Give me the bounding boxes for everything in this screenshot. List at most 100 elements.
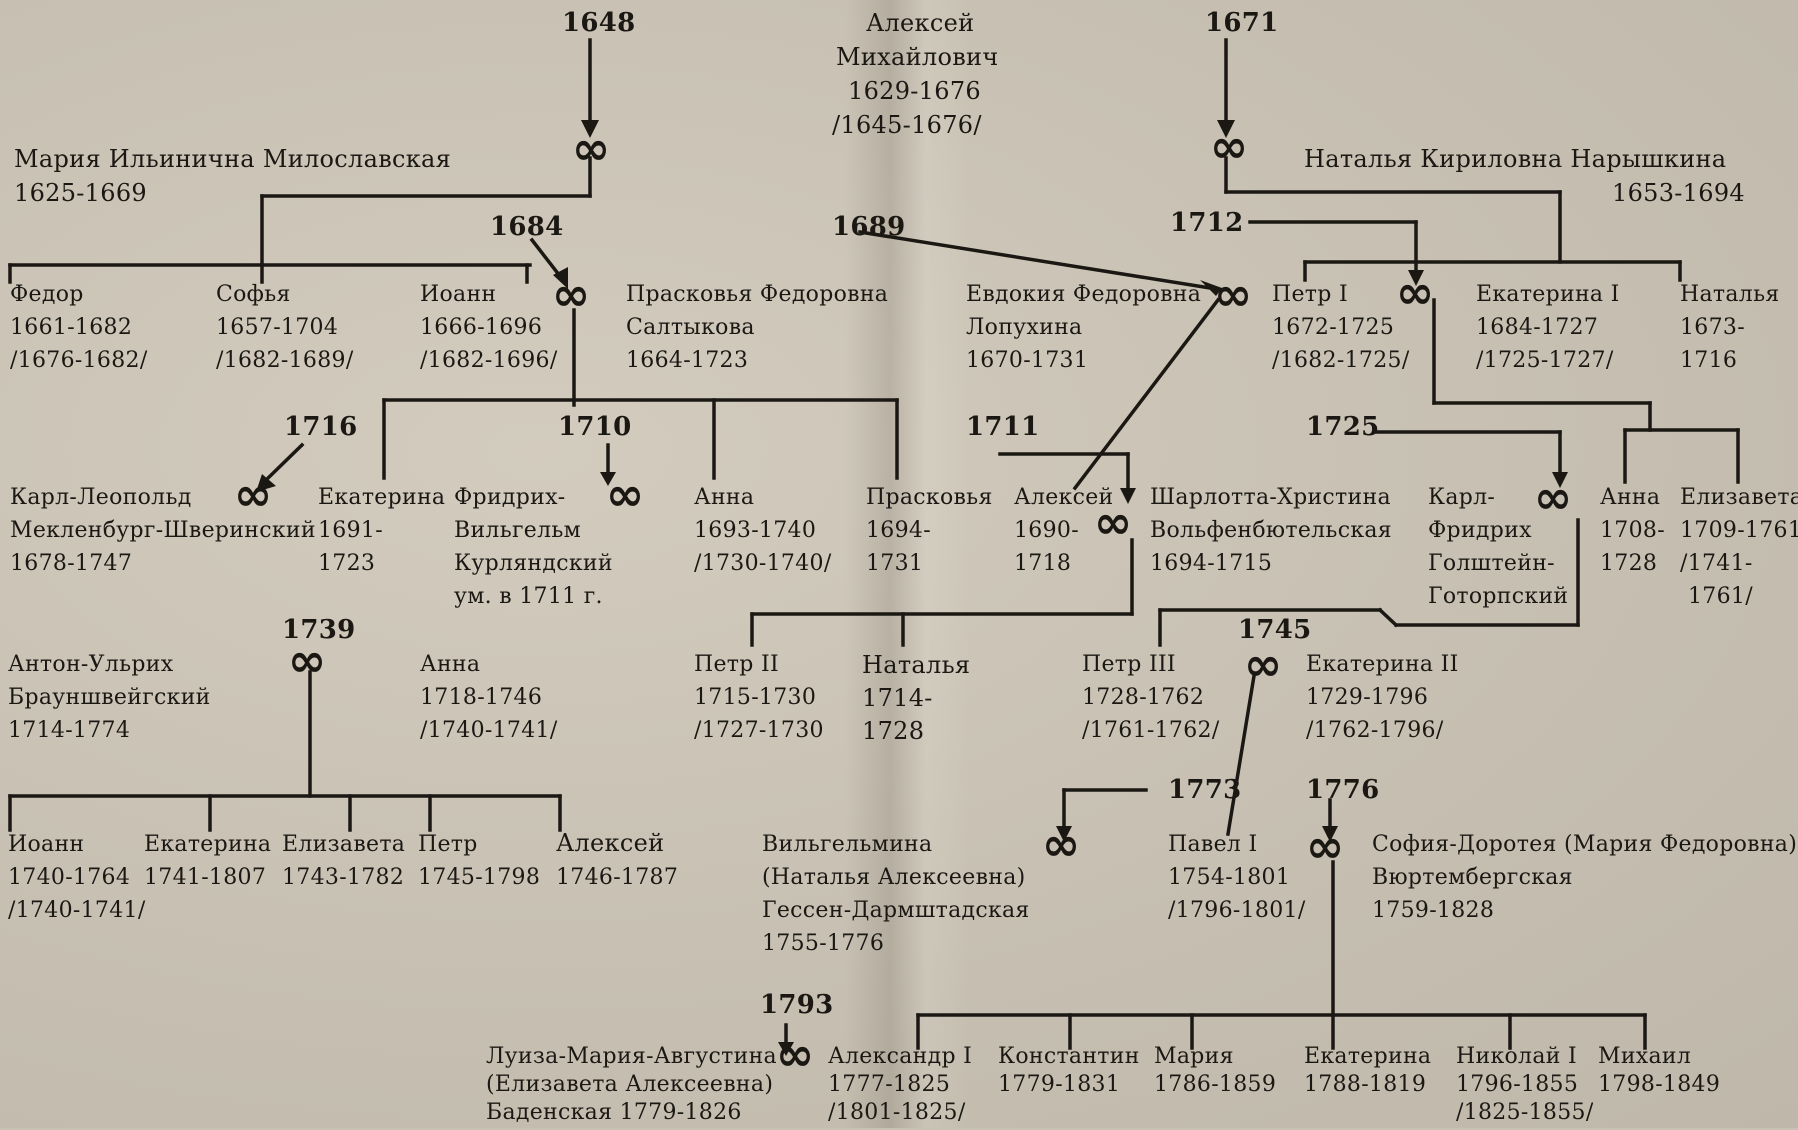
marriage-symbol-1745: ∞ [1243,637,1282,691]
founder-name-2: Михайлович [836,43,999,71]
anna-ivanovna-years: 1693-1740 [694,518,817,543]
praskovya-saltykova-name-1: Прасковья Федоровна [626,282,889,307]
karl-leopold-years: 1678-1747 [10,551,133,576]
karl-fridrikh-name-3: Голштейн- [1428,551,1555,576]
anton-ulrikh-name-1: Антон-Ульрих [8,652,174,677]
marriage-symbol-1684: ∞ [551,267,590,321]
ekaterina1-name: Екатерина I [1476,282,1620,307]
anton-ulrikh-name-2: Брауншвейгский [8,685,211,710]
year-1711: 1711 [966,412,1040,442]
founder-name-1: Алексей [866,9,975,37]
luiza-name-1: Луиза-Мария-Августина [486,1044,777,1069]
natalya-alekseevna-years-1: 1714- [862,684,933,712]
petr3-name: Петр III [1082,652,1176,677]
arrow-1716 [263,442,305,483]
natalya-sister-years-1: 1673- [1680,315,1745,340]
aleksey-a-name: Алексей [556,829,665,857]
arrowhead-1648 [581,120,599,138]
aleksey-a-years: 1746-1787 [556,865,679,890]
marriage-symbol-1716: ∞ [233,467,272,521]
ioann6-reign: /1740-1741/ [8,898,146,923]
petr1-name: Петр I [1272,282,1348,307]
ioann6-years: 1740-1764 [8,865,131,890]
karl-fridrikh-name-4: Готорпский [1428,584,1569,609]
ekaterina-ivanovna-years-1: 1691- [318,518,383,543]
fridrikh-wilhelm-name-1: Фридрих- [454,485,566,510]
elizaveta-petrovna-reign-1: /1741- [1680,551,1753,576]
karl-fridrikh-name-2: Фридрих [1428,518,1532,543]
marriage-symbol-1725: ∞ [1533,470,1572,524]
mikhail-name: Михаил [1598,1044,1692,1069]
sharlotta-name-2: Вольфенбютельская [1150,518,1392,543]
konstantin-years: 1779-1831 [998,1072,1121,1097]
anna-ivanovna-reign: /1730-1740/ [694,551,832,576]
petr2-years: 1715-1730 [694,685,817,710]
year-1671: 1671 [1205,8,1279,38]
year-1712: 1712 [1170,208,1244,238]
mariya-name: Мария [1154,1044,1234,1069]
praskovya-ivanovna-years-2: 1731 [866,551,924,576]
marriage-symbol-1711: ∞ [1093,495,1132,549]
luiza-name-2: (Елизавета Алексеевна) [486,1072,774,1097]
elizaveta-petrovna-reign-2: 1761/ [1688,584,1753,609]
mikhail-years: 1798-1849 [1598,1072,1721,1097]
fridrikh-wilhelm-name-3: Курляндский [454,551,613,576]
marriage-symbol-1776: ∞ [1305,819,1344,873]
anna-leopoldovna-years: 1718-1746 [420,685,543,710]
year-1739: 1739 [282,615,356,645]
wilhelmina-name-2: (Наталья Алексеевна) [762,865,1026,890]
naryshkina-name: Наталья Кириловна Нарышкина [1304,145,1727,173]
praskovya-saltykova-name-2: Салтыкова [626,315,755,340]
marriage-symbol-1710: ∞ [605,467,644,521]
elizaveta-a-name: Елизавета [282,832,406,857]
evdokiya-years: 1670-1731 [966,348,1089,373]
petr1-years: 1672-1725 [1272,315,1395,340]
anna-leopoldovna-name: Анна [420,652,481,677]
year-1716: 1716 [284,412,358,442]
year-1773: 1773 [1168,775,1242,805]
miloslavskaya-years: 1625-1669 [14,179,147,207]
pavel1-years: 1754-1801 [1168,865,1291,890]
anton-ulrikh-years: 1714-1774 [8,718,131,743]
marriage-symbol-1773: ∞ [1041,817,1080,871]
marriage-symbol-1671: ∞ [1209,119,1248,173]
pavel1-reign: /1796-1801/ [1168,898,1306,923]
aleksandr1-name: Александр I [828,1044,973,1069]
evdokiya-name-2: Лопухина [966,315,1083,340]
natalya-alekseevna-years-2: 1728 [862,717,925,745]
arrow-1689 [857,229,1213,291]
praskovya-ivanovna-name: Прасковья [866,485,993,510]
anna-petrovna-name: Анна [1600,485,1661,510]
petr2-name: Петр II [694,652,779,677]
marriage-symbol-1712: ∞ [1395,265,1434,319]
luiza-name-3: Баденская 1779-1826 [486,1100,742,1125]
pavel1-name: Павел I [1168,832,1258,857]
miloslavskaya-name: Мария Ильинична Милославская [14,145,452,173]
sofya-name: Софья [216,282,291,307]
ekaterina-a-name: Екатерина [144,832,272,857]
fridrikh-wilhelm-note: ум. в 1711 г. [454,584,603,609]
ekaterina-a-years: 1741-1807 [144,865,267,890]
fedor-name: Федор [10,282,84,307]
natalya-sister-years-2: 1716 [1680,348,1738,373]
ekaterina2-reign: /1762-1796/ [1306,718,1444,743]
anna-petrovna-years-2: 1728 [1600,551,1658,576]
wilhelmina-name-3: Гессен-Дармштадская [762,898,1030,923]
nikolay1-years: 1796-1855 [1456,1072,1579,1097]
founder-reign: /1645-1676/ [832,111,982,139]
elizaveta-petrovna-years: 1709-1761 [1680,518,1798,543]
ekaterina1-years: 1684-1727 [1476,315,1599,340]
sofia-dorothea-name-2: Вюртембергская [1372,865,1573,890]
ekaterina1-reign: /1725-1727/ [1476,348,1614,373]
wilhelmina-years: 1755-1776 [762,931,885,956]
natalya-sister-name: Наталья [1680,282,1780,307]
sharlotta-years: 1694-1715 [1150,551,1273,576]
praskovya-ivanovna-years-1: 1694- [866,518,931,543]
fedor-reign: /1676-1682/ [10,348,148,373]
sofia-dorothea-name-1: София-Доротея (Мария Федоровна) [1372,832,1798,857]
aleksey-petrovich-years-1: 1690- [1014,518,1079,543]
petr3-years: 1728-1762 [1082,685,1205,710]
marriage-symbol-1648: ∞ [571,121,610,175]
aleksey-petrovich-name: Алексей [1014,485,1114,510]
